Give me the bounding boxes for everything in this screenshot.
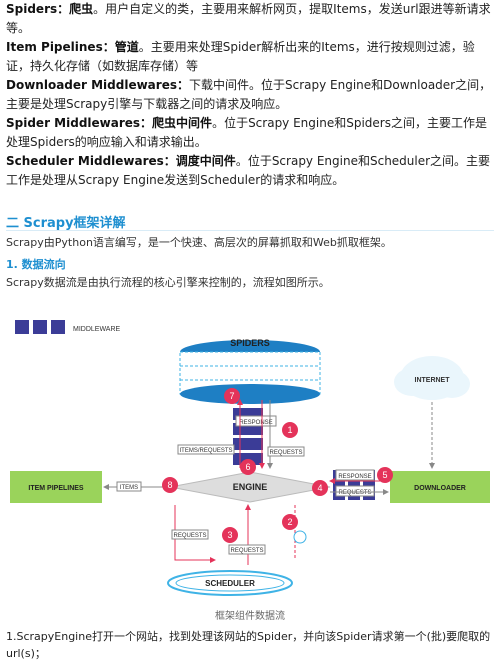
paragraph-scheduler-middlewares: Scheduler Middlewares：调度中间件。位于Scrapy Eng… <box>6 154 491 187</box>
response-top-label: RESPONSE <box>239 420 272 426</box>
engine-label: ENGINE <box>233 482 268 492</box>
intro-text: Scrapy由Python语言编写，是一个快速、高层次的屏幕抓取和Web抓取框架… <box>6 236 392 249</box>
section-divider <box>6 230 494 231</box>
legend-label: MIDDLEWARE <box>73 326 121 333</box>
requests-left-label: REQUESTS <box>173 533 206 539</box>
step-4: 4 <box>317 483 322 493</box>
paragraph-downloader-middlewares: Downloader Middlewares：下载中间件。位于Scrapy En… <box>6 78 492 111</box>
requests-bottom-label: REQUESTS <box>230 548 263 554</box>
engine-component: ENGINE <box>169 471 331 503</box>
scrapy-architecture-diagram: MIDDLEWARE SPIDERS RESPONSE ITEMS/REQUES… <box>10 320 490 596</box>
downloader-component: DOWNLOADER <box>390 471 490 503</box>
requests-right-label: REQUESTS <box>338 490 371 496</box>
step-8: 8 <box>167 480 172 490</box>
step-3: 3 <box>227 530 232 540</box>
items-requests-label: ITEMS/REQUESTS <box>179 448 232 454</box>
downloader-middleware: RESPONSE REQUESTS <box>333 469 375 500</box>
step-7: 7 <box>229 391 234 401</box>
downloader-label: DOWNLOADER <box>414 485 466 492</box>
figure-caption: 框架组件数据流 <box>215 611 285 622</box>
paragraph-spiders: Spiders：爬虫。用户自定义的类，主要用来解析网页，提取Items，发送ur… <box>6 2 491 35</box>
internet-cloud: INTERNET <box>394 356 470 400</box>
spiders-label: SPIDERS <box>230 338 270 348</box>
step-badges: 1 2 3 4 5 6 7 8 <box>162 388 393 543</box>
subsection-title: 1. 数据流向 <box>6 258 66 271</box>
section-title: 二 Scrapy框架详解 <box>6 216 126 231</box>
step-2: 2 <box>287 517 292 527</box>
item-pipelines-component: ITEM PIPELINES <box>10 471 102 503</box>
step-1-description: 1.ScrapyEngine打开一个网站，找到处理该网站的Spider，并向该S… <box>6 630 491 660</box>
scheduler-label: SCHEDULER <box>205 579 255 588</box>
item-pipelines-label: ITEM PIPELINES <box>28 485 84 492</box>
scheduler-component: SCHEDULER <box>167 570 293 596</box>
spiders-component: SPIDERS <box>179 338 321 404</box>
legend-middleware: MIDDLEWARE <box>15 320 121 334</box>
internet-label: INTERNET <box>415 377 451 384</box>
step-5: 5 <box>382 470 387 480</box>
paragraph-item-pipelines: Item Pipelines：管道。主要用来处理Spider解析出来的Items… <box>6 40 475 73</box>
paragraph-spider-middlewares: Spider Middlewares：爬虫中间件。位于Scrapy Engine… <box>6 116 487 149</box>
step-6: 6 <box>245 462 250 472</box>
response-right-label: RESPONSE <box>338 474 371 480</box>
clock-icon <box>293 530 307 544</box>
items-label: ITEMS <box>120 485 138 491</box>
flow-description: Scrapy数据流是由执行流程的核心引擎来控制的，流程如图所示。 <box>6 276 330 289</box>
step-1: 1 <box>287 425 292 435</box>
requests-top-label: REQUESTS <box>269 450 302 456</box>
